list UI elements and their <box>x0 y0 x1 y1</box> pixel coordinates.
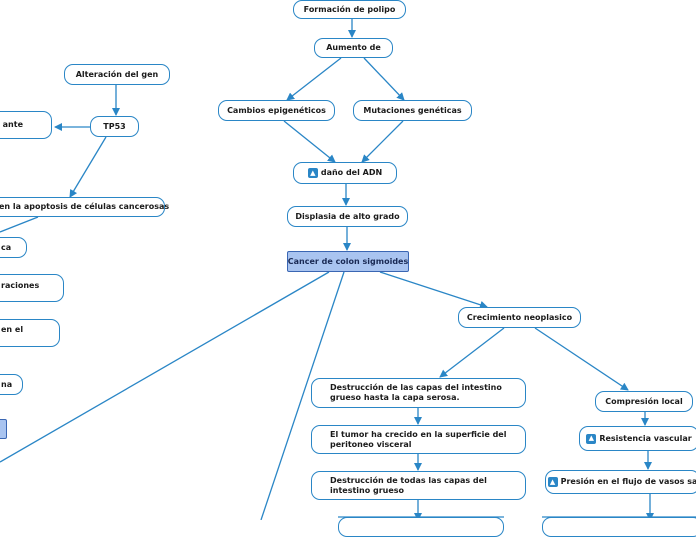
node-displasia-alto-grado[interactable]: Displasia de alto grado <box>287 206 408 227</box>
node-label: Destrucción de las capas del intestino g… <box>330 383 502 402</box>
link-crecimiento-compresion <box>534 327 629 391</box>
node-label: Mutaciones genéticas <box>363 105 462 115</box>
node-next-bottom-right[interactable] <box>542 517 696 537</box>
node-label: raciones <box>1 281 40 290</box>
node-dano-adn[interactable]: ▲daño del ADN <box>293 162 397 184</box>
node-label: Aumento de <box>326 43 381 52</box>
node-en-el[interactable]: en el <box>0 319 60 347</box>
link-tp53-apoptosis <box>69 136 107 198</box>
node-raciones[interactable]: raciones <box>0 274 64 302</box>
node-label: TP53 <box>103 121 126 131</box>
node-label: Resistencia vascular <box>599 433 692 443</box>
node-label: ca <box>1 242 12 252</box>
node-tp53[interactable]: TP53 <box>90 116 139 137</box>
node-label: daño del ADN <box>320 168 383 177</box>
node-destruccion-capas-serosa[interactable]: Destrucción de las capas del intestino g… <box>311 378 526 408</box>
node-resistencia-vascular[interactable]: ▲Resistencia vascular <box>579 426 696 451</box>
node-label: r ante <box>0 120 23 129</box>
node-label: Formación de polipo <box>303 4 396 14</box>
link-cancer-crecimiento <box>379 271 488 309</box>
node-label: Presión en el flujo de vasos sa <box>560 477 696 486</box>
link-crecimiento-destruccion <box>439 327 505 378</box>
node-alteracion-gen[interactable]: Alteración del gen <box>64 64 170 85</box>
node-ca[interactable]: ca <box>0 237 27 258</box>
node-apoptosis-celulas[interactable]: en la apoptosis de células cancerosas <box>0 197 169 217</box>
node-label: Displasia de alto grado <box>295 211 400 221</box>
node-cambios-epigeneticos[interactable]: Cambios epigenéticos <box>218 100 335 121</box>
arrow-up-icon: ▲ <box>547 477 558 487</box>
node-label: Cancer de colon sigmoides <box>287 256 409 266</box>
node-label: na <box>1 379 13 389</box>
node-cancer-colon-sigmoides[interactable]: Cancer de colon sigmoides <box>287 251 409 272</box>
node-tumor-superficie-peritoneo[interactable]: El tumor ha crecido en la superficie del… <box>311 425 526 454</box>
link-epigen-dano <box>283 120 336 163</box>
node-left-stub[interactable] <box>0 419 7 439</box>
node-label: en el <box>1 325 24 334</box>
link-cancer-down-branch <box>260 271 345 520</box>
node-label: Alteración del gen <box>75 69 159 79</box>
arrow-up-icon: ▲ <box>586 433 597 444</box>
node-r-ante[interactable]: r ante <box>0 111 52 139</box>
arrow-up-icon: ▲ <box>307 168 318 178</box>
node-formacion-polipo[interactable]: Formación de polipo <box>293 0 406 19</box>
node-na[interactable]: na <box>0 374 23 395</box>
link-aumento-mutaciones <box>363 57 405 101</box>
link-mutaciones-dano <box>361 120 404 163</box>
node-aumento-de[interactable]: Aumento de <box>314 38 393 58</box>
node-label: en la apoptosis de células cancerosas <box>0 202 170 211</box>
node-label: Crecimiento neoplasico <box>466 312 573 322</box>
node-label: Cambios epigenéticos <box>227 105 326 115</box>
node-next-bottom[interactable] <box>338 517 504 537</box>
node-crecimiento-neoplasico[interactable]: Crecimiento neoplasico <box>458 307 581 328</box>
node-label: Compresión local <box>605 396 683 406</box>
link-aumento-epigen <box>286 57 342 101</box>
node-label: Destrucción de todas las capas del intes… <box>330 475 487 495</box>
node-label: El tumor ha crecido en la superficie del… <box>330 429 507 449</box>
node-destruccion-todas-capas[interactable]: Destrucción de todas las capas del intes… <box>311 471 526 500</box>
link-apoptosis-down <box>0 216 39 233</box>
node-mutaciones-geneticas[interactable]: Mutaciones genéticas <box>353 100 472 121</box>
node-compresion-local[interactable]: Compresión local <box>595 391 693 412</box>
link-cancer-left-branch <box>0 271 330 463</box>
node-presion-flujo-vasos[interactable]: ▲Presión en el flujo de vasos sa <box>545 470 696 494</box>
